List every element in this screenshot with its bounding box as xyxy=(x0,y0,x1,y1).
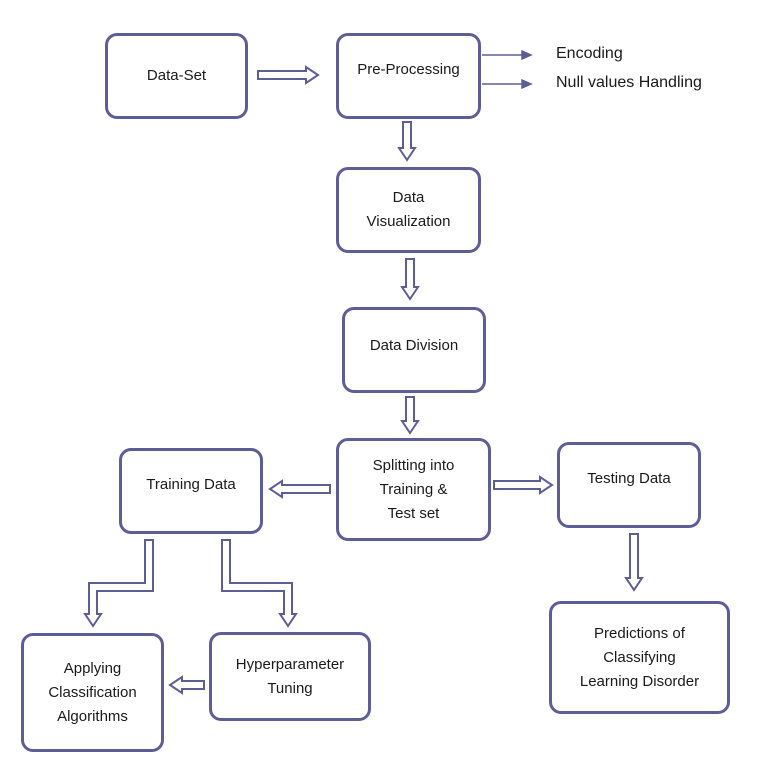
division-label: Data Division xyxy=(369,337,459,354)
visualization-label-line-2: Visualization xyxy=(366,213,451,230)
training-box: Training Data xyxy=(119,448,263,534)
arrow-testing-to-predictions xyxy=(624,533,644,592)
arrow-preprocessing-to-visualization xyxy=(397,121,417,162)
testing-label: Testing Data xyxy=(587,470,671,487)
arrow-dataset-to-preprocessing xyxy=(257,65,320,85)
arrowhead-encoding xyxy=(521,49,533,61)
preprocessing-label: Pre-Processing xyxy=(357,61,460,78)
splitting-label-line-2: Training & xyxy=(379,480,448,498)
predictions-box: Predictions of Classifying Learning Diso… xyxy=(549,601,730,714)
applying-label-line-2: Classification xyxy=(48,683,137,701)
predictions-label-line-1: Predictions of xyxy=(594,624,685,642)
division-box: Data Division xyxy=(342,307,486,393)
splitting-label-line-3: Test set xyxy=(387,504,440,522)
hyperparameter-label-line-2: Tuning xyxy=(267,679,313,697)
arrow-training-to-applying xyxy=(83,539,154,628)
hyperparameter-box: Hyperparameter Tuning xyxy=(209,632,371,721)
dataset-box: Data-Set xyxy=(105,33,248,119)
arrow-splitting-to-training xyxy=(268,479,331,499)
training-label: Training Data xyxy=(146,476,236,493)
arrow-splitting-to-testing xyxy=(493,475,554,495)
splitting-box: Splitting into Training & Test set xyxy=(336,438,491,541)
preprocessing-box: Pre-Processing xyxy=(336,33,481,119)
applying-label-line-3: Algorithms xyxy=(57,707,128,725)
visualization-label-line-1: Data xyxy=(392,189,425,206)
hyperparameter-label-line-1: Hyperparameter xyxy=(235,655,345,673)
visualization-box: Data Visualization xyxy=(336,167,481,253)
arrow-division-to-splitting xyxy=(400,396,420,435)
applying-box: Applying Classification Algorithms xyxy=(21,633,164,752)
arrowhead-null-handling xyxy=(521,78,533,90)
splitting-label-line-1: Splitting into xyxy=(372,456,455,474)
arrow-training-to-hyperparameter xyxy=(221,539,298,628)
arrow-visualization-to-division xyxy=(400,258,420,301)
arrow-hyperparameter-to-applying xyxy=(168,675,205,695)
testing-box: Testing Data xyxy=(557,442,701,528)
applying-label-line-1: Applying xyxy=(63,659,122,677)
predictions-label-line-2: Classifying xyxy=(603,648,676,666)
predictions-label-line-3: Learning Disorder xyxy=(579,672,700,690)
dataset-label: Data-Set xyxy=(146,67,207,84)
preprocessing-step-null-handling: Null values Handling xyxy=(556,74,702,91)
preprocessing-step-encoding: Encoding xyxy=(556,45,623,62)
